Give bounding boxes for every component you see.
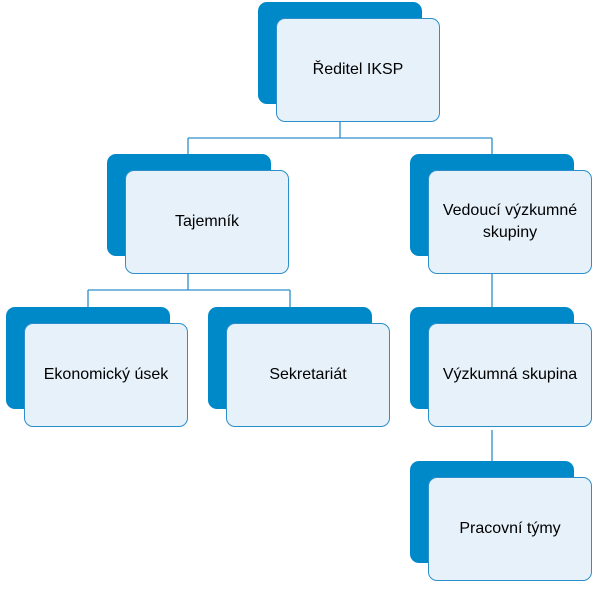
- node-vyzkumna-label: Výzkumná skupina: [442, 365, 578, 383]
- node-reditel-label: Ředitel IKSP: [312, 60, 404, 78]
- node-sekretariat-label: Sekretariát: [269, 365, 347, 383]
- connector-reditel-to-level2: [187, 122, 493, 154]
- node-ekonomicky-label: Ekonomický úsek: [43, 365, 169, 383]
- connector-tajemnik-to-level3: [87, 274, 291, 307]
- node-tajemnik-label: Tajemník: [174, 212, 240, 230]
- node-pracovni-label: Pracovní týmy: [459, 519, 561, 537]
- node-vedouci-label: Vedoucí výzkumné skupiny: [442, 201, 578, 241]
